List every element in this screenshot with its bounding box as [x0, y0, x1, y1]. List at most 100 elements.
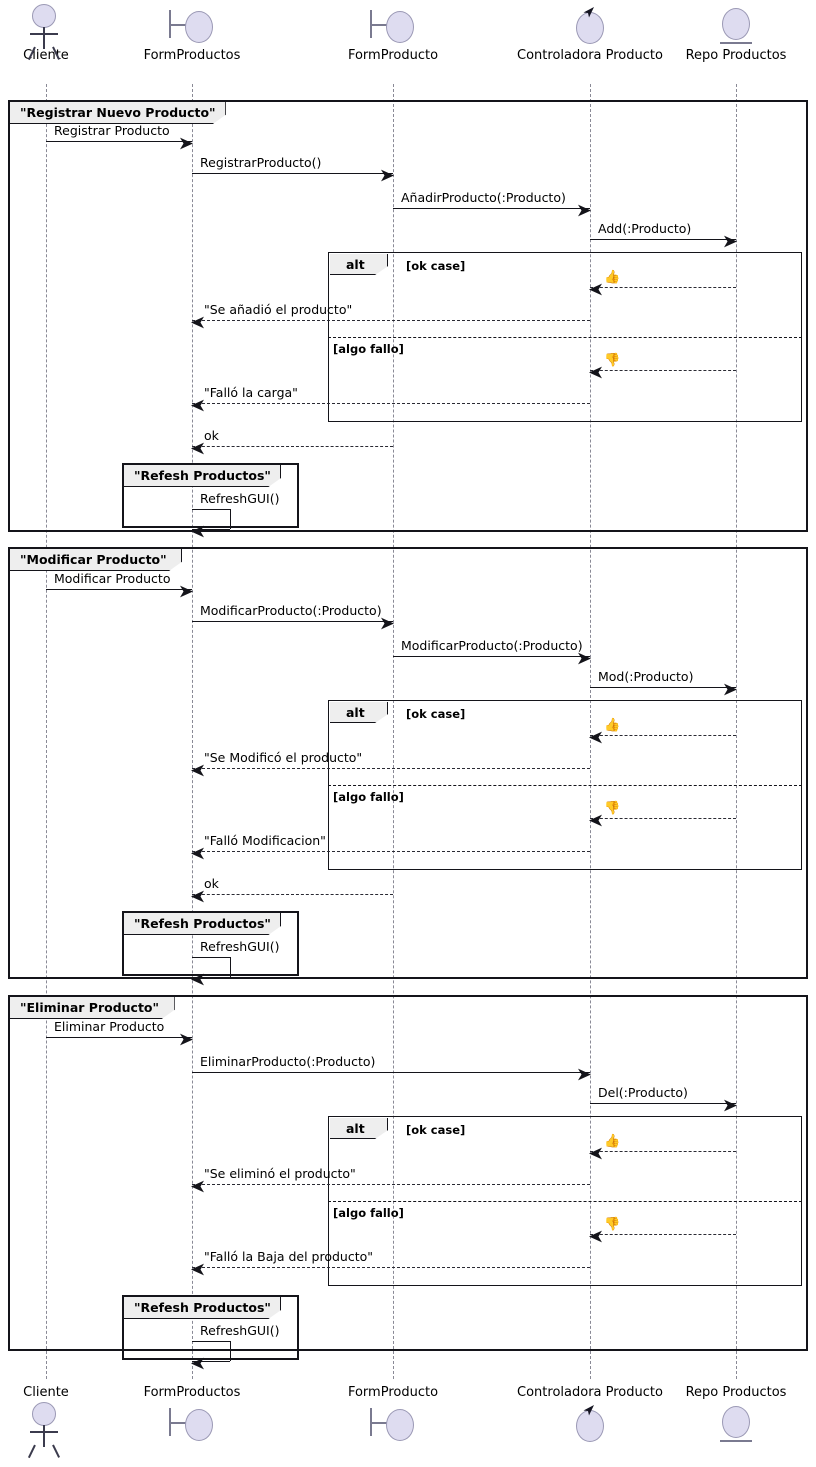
fragment-label: "Refesh Productos" [134, 468, 271, 483]
self-message [192, 1341, 231, 1362]
alt-guard-fail: [algo fallo] [333, 790, 404, 804]
alt-guard-ok: [ok case] [406, 1123, 466, 1137]
self-arrow-head [191, 523, 204, 537]
boundary-circle [185, 11, 213, 43]
fragment-label: "Refesh Productos" [134, 1300, 271, 1315]
frag-eliminar-refresh [122, 1295, 299, 1360]
self-top [192, 509, 230, 510]
actor-leg-left [27, 1444, 36, 1458]
participant-formproducto: FormProducto [318, 1385, 468, 1446]
entity-underline [720, 42, 752, 44]
self-arrow-head [191, 971, 204, 985]
message-label: ok [204, 876, 219, 891]
message-line [590, 818, 736, 819]
arrow-head [578, 202, 591, 216]
message-line [393, 656, 590, 657]
fragment-label: "Eliminar Producto" [20, 1000, 160, 1015]
message-line [192, 894, 393, 895]
self-bottom [192, 977, 230, 978]
boundary-circle [386, 1409, 414, 1441]
arrow-head [180, 1031, 193, 1045]
fragment-label: "Registrar Nuevo Producto" [20, 105, 216, 120]
frag-registrar-refresh [122, 463, 299, 528]
fragment-label: alt [346, 1120, 365, 1136]
arrow-head [724, 233, 737, 247]
arrow-head [180, 135, 193, 149]
participant-formproductos: FormProductos [117, 1385, 267, 1446]
message-line [590, 1234, 736, 1235]
alt-guard-fail: [algo fallo] [333, 1206, 404, 1220]
message-line [192, 1072, 590, 1073]
actor-arms [30, 33, 58, 35]
self-arrow-head [191, 1355, 204, 1369]
actor-head [32, 1402, 56, 1426]
frag-modificar [8, 547, 808, 979]
arrow-head [578, 650, 591, 664]
participant-cliente: Cliente [0, 2, 121, 63]
fragment-label: alt [346, 704, 365, 720]
actor-leg-right [52, 1444, 60, 1458]
message-line [192, 768, 590, 769]
actor-trunk [43, 1425, 45, 1447]
arrow-head [578, 1066, 591, 1080]
boundary-circle [185, 1409, 213, 1441]
entity-circle [722, 8, 750, 40]
participant-label: Controladora Producto [517, 1385, 663, 1400]
message-line [192, 1267, 590, 1268]
participant-formproductos: FormProductos [117, 2, 267, 63]
alt-branch-divider [328, 785, 802, 786]
message-label: ModificarProducto(:Producto) [401, 638, 583, 653]
fragment-tab: alt [330, 702, 388, 723]
message-label: EliminarProducto(:Producto) [200, 1054, 376, 1069]
fragment-tab: "Refesh Productos" [124, 465, 281, 487]
message-line [192, 446, 393, 447]
arrow-head [589, 364, 602, 378]
fragment-tab: "Refesh Productos" [124, 1297, 281, 1319]
message-label: ModificarProducto(:Producto) [200, 603, 382, 618]
fragment-label: alt [346, 256, 365, 272]
arrow-head [589, 281, 602, 295]
participant-repo: Repo Productos [661, 1385, 811, 1446]
self-bottom [192, 1361, 230, 1362]
message-line [46, 141, 192, 142]
frag-modificar-refresh [122, 911, 299, 976]
frag-eliminar [8, 995, 808, 1351]
arrow-head [724, 1097, 737, 1111]
message-line [192, 851, 590, 852]
entity-circle [722, 1406, 750, 1438]
alt-branch-divider [328, 1201, 802, 1202]
message-label: "Falló la carga" [204, 385, 298, 400]
message-label: "Falló Modificacion" [204, 833, 326, 848]
fragment-label: "Refesh Productos" [134, 916, 271, 931]
thumbs-down-icon: 👎 [604, 801, 621, 816]
self-message-label: RefreshGUI() [200, 939, 280, 954]
self-top [192, 957, 230, 958]
fragment-tab: "Modificar Producto" [10, 549, 182, 571]
entity-underline [720, 1440, 752, 1442]
message-label: Modificar Producto [54, 571, 171, 586]
alt-branch-divider [328, 337, 802, 338]
boundary-connector [370, 24, 387, 26]
control-icon [553, 2, 627, 48]
arrow-head [381, 615, 394, 629]
participant-label: FormProducto [347, 48, 439, 63]
arrow-head [191, 397, 204, 411]
message-label: Mod(:Producto) [598, 669, 694, 684]
participant-label: FormProductos [143, 48, 241, 63]
message-line [393, 208, 590, 209]
self-bottom [192, 529, 230, 530]
arrow-head [589, 729, 602, 743]
message-line [590, 735, 736, 736]
self-right [230, 1341, 231, 1361]
frag-registrar [8, 100, 808, 532]
lifeline-controladora [590, 84, 591, 1379]
arrow-head [191, 440, 204, 454]
alt-guard-ok: [ok case] [406, 259, 466, 273]
message-label: RegistrarProducto() [200, 155, 322, 170]
message-label: Eliminar Producto [54, 1019, 165, 1034]
arrow-head [191, 1178, 204, 1192]
message-label: AñadirProducto(:Producto) [401, 190, 566, 205]
arrow-head [724, 681, 737, 695]
lifeline-formproductos [192, 84, 193, 1379]
